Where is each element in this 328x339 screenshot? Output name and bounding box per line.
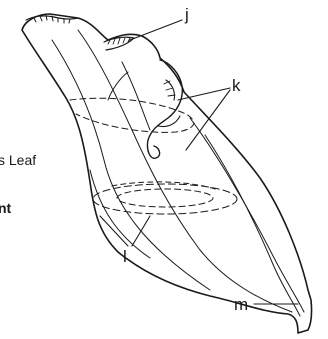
lower-dashed-section-inner	[117, 189, 213, 207]
label-j: j	[184, 5, 189, 24]
label-j-leader	[130, 20, 182, 40]
leaf-vein-6	[90, 170, 150, 258]
leaf-vein-3	[122, 62, 150, 130]
leaf-curl-inner	[158, 80, 180, 127]
leaf-curl	[147, 60, 182, 158]
lower-dashed-section-outer	[93, 184, 237, 214]
leaf-vein-1	[52, 40, 210, 290]
label-k-leader-2	[186, 90, 230, 150]
label-m: m	[234, 295, 248, 314]
upper-dashed-section	[70, 98, 194, 132]
leaf-vein-2	[78, 30, 292, 312]
label-l-leader-2	[132, 216, 150, 246]
label-l: l	[123, 247, 127, 266]
label-l-leader-1	[100, 216, 128, 246]
label-k: k	[232, 76, 241, 95]
leaf-vein-4	[190, 118, 304, 312]
